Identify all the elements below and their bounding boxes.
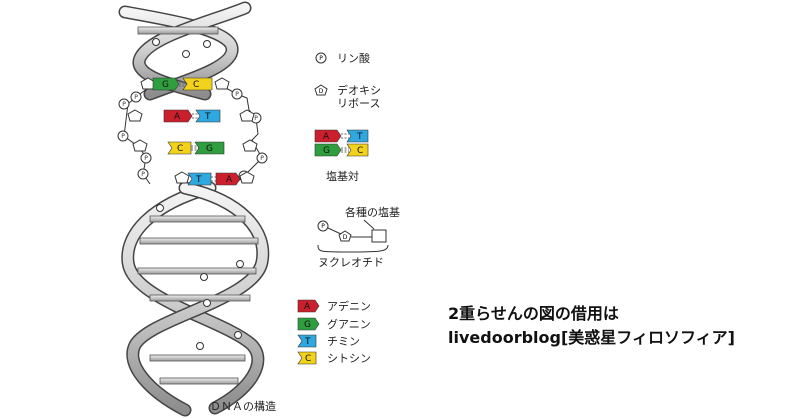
phosphate-symbol: P (319, 55, 323, 62)
svg-text:P: P (144, 155, 148, 162)
base-pair-label: 塩基対 (326, 169, 359, 183)
legend-adenine: A アデニン (297, 299, 371, 313)
svg-text:P: P (121, 133, 125, 140)
base-pair-1: G C (152, 77, 213, 91)
phosphate-letters: PPP PP PPP P (121, 91, 264, 180)
thymine-label: チミン (327, 335, 360, 348)
base-pair-2-left: A (174, 112, 181, 122)
svg-text:G: G (304, 320, 311, 330)
nucleotide-base-label: 各種の塩基 (345, 205, 400, 219)
legend-thymine: T チミン (297, 334, 360, 348)
legend-nucleotide: 各種の塩基 P D ヌクレオチド (317, 205, 400, 269)
base-pair-2-right: T (204, 112, 211, 122)
legend-phosphate: P リン酸 (315, 51, 370, 65)
diagram-title: ＤＮＡの構造 (210, 399, 276, 413)
svg-text:C: C (357, 146, 363, 156)
svg-text:T: T (304, 337, 311, 347)
phosphate-label: リン酸 (337, 51, 370, 65)
adenine-label: アデニン (327, 299, 371, 313)
legend-sugar: D デオキシ リボース (314, 83, 381, 110)
svg-text:P: P (254, 115, 258, 122)
base-pair-4-right: A (226, 175, 233, 185)
credit-caption: 2重らせんの図の借用は livedoorblog[美惑星フィロソフィア] (448, 302, 735, 350)
caption-line1: 2重らせんの図の借用は (448, 304, 619, 323)
svg-text:P: P (321, 223, 325, 230)
legend-bases: A アデニン G グアニン T チミン C シトシン (297, 299, 371, 365)
sugar-label-line2: リボース (337, 97, 380, 110)
svg-text:A: A (304, 302, 311, 312)
sugar-symbol: D (319, 88, 324, 95)
svg-text:P: P (235, 91, 239, 98)
base-pair-3-left: C (177, 144, 183, 154)
svg-text:A: A (323, 132, 330, 142)
legend-guanine: G グアニン (297, 317, 371, 331)
sugar-pentagons (127, 77, 258, 184)
base-pair-1-left: G (162, 80, 169, 90)
svg-text:P: P (260, 155, 264, 162)
svg-text:G: G (323, 146, 330, 156)
svg-text:P: P (134, 94, 138, 101)
base-pair-1-right: C (193, 80, 199, 90)
legend-base-pair: A T G C 塩基対 (314, 129, 369, 183)
base-pair-3: C G (167, 141, 225, 155)
nucleotide-label: ヌクレオチド (318, 256, 384, 269)
svg-text:T: T (356, 132, 363, 142)
legend-cytosine: C シトシン (297, 351, 371, 365)
guanine-label: グアニン (327, 317, 371, 331)
svg-text:D: D (343, 234, 348, 241)
svg-text:P: P (122, 101, 126, 108)
lower-helix (121, 181, 270, 417)
base-pair-4: T A (187, 172, 241, 186)
cytosine-label: シトシン (327, 352, 371, 365)
base-pair-2: A T (163, 109, 221, 123)
base-pair-3-right: G (206, 144, 213, 154)
svg-text:P: P (141, 171, 145, 178)
base-pair-4-left: T (195, 175, 202, 185)
sugar-label-line1: デオキシ (337, 83, 381, 97)
caption-line2: livedoorblog[美惑星フィロソフィア] (448, 328, 735, 347)
phosphate-circles (117, 88, 268, 182)
svg-text:C: C (305, 354, 311, 364)
